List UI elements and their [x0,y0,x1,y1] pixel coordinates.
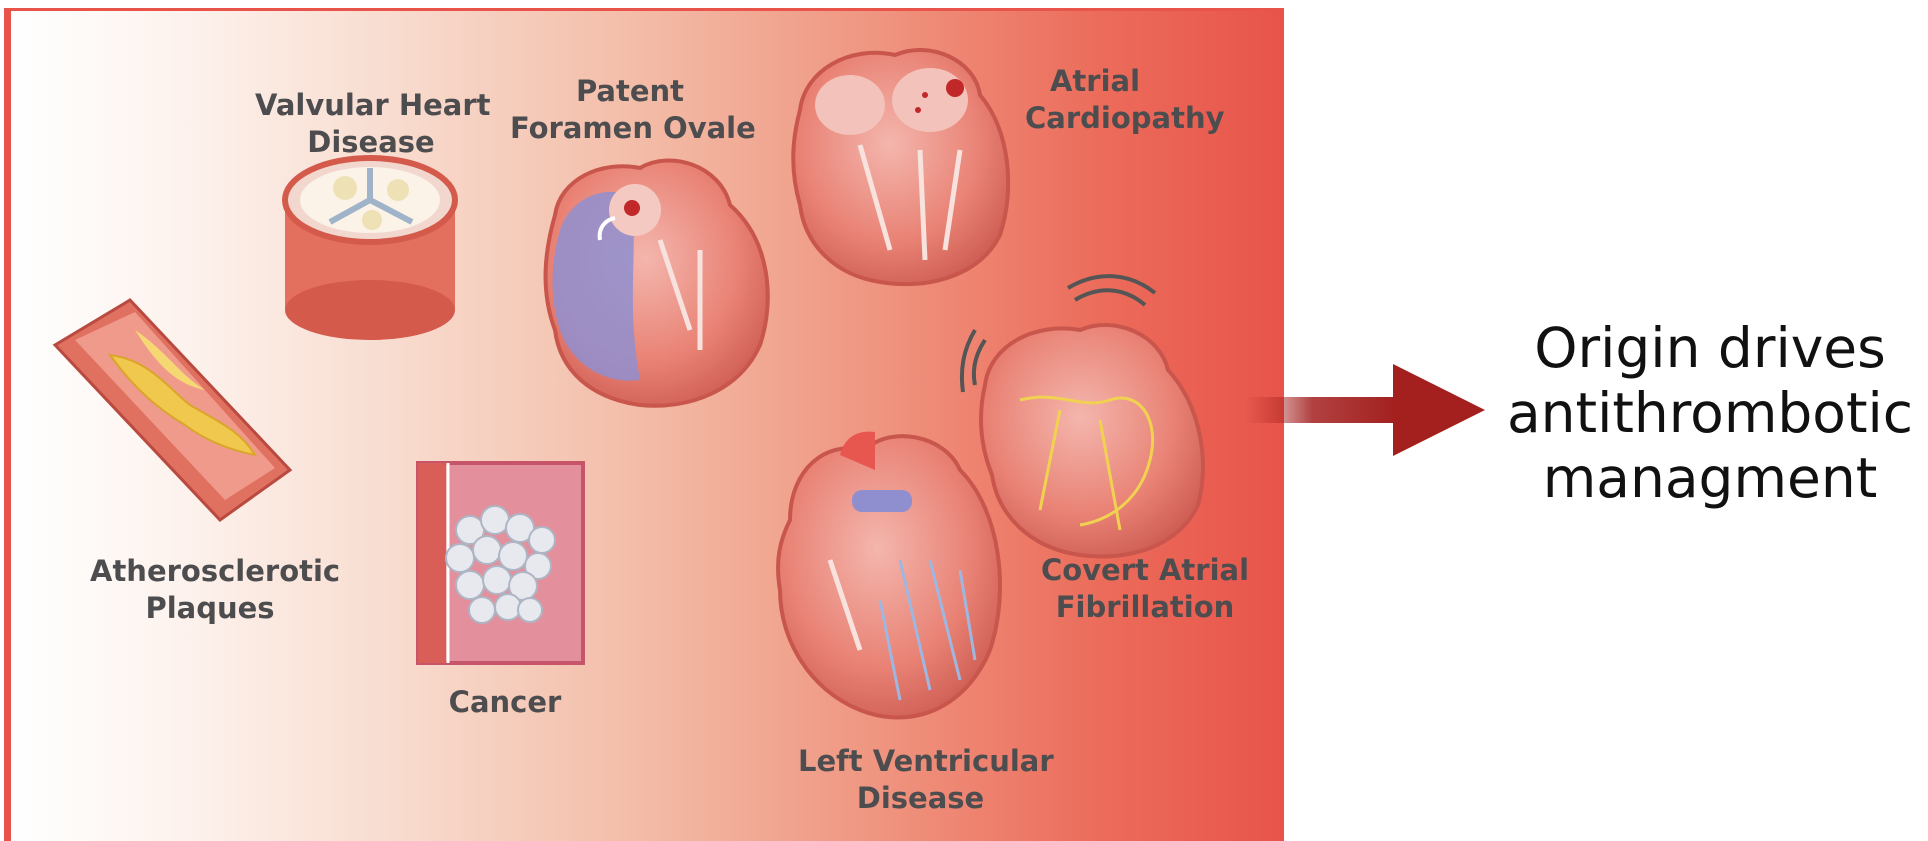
label-atherosclerotic-plaques: Atherosclerotic Plaques [90,553,330,627]
label-valvular-heart-disease: Valvular Heart Disease [255,87,487,161]
label-line: Disease [255,124,487,161]
label-covert-atrial-fibrillation: Covert Atrial Fibrillation [1040,552,1250,626]
right-arrow-icon [1245,364,1485,456]
valve-icon [285,158,455,340]
covert-af-heart-icon [962,276,1203,556]
label-line: Plaques [90,590,330,627]
label-atrial-cardiopathy: Atrial Cardiopathy [1025,63,1165,137]
label-line: Cancer [440,684,570,721]
label-line: Fibrillation [1040,589,1250,626]
label-line: Atrial [1025,63,1165,100]
label-line: Patent [510,73,750,110]
conclusion-line: Origin drives [1500,316,1920,381]
artery-plaque-icon [55,300,290,520]
cancer-tissue-icon [418,463,583,663]
label-line: Disease [798,780,1043,817]
label-line: Foramen Ovale [510,110,750,147]
conclusion-line: managment [1500,446,1920,511]
label-patent-foramen-ovale: Patent Foramen Ovale [510,73,750,147]
label-left-ventricular-disease: Left Ventricular Disease [798,743,1043,817]
conclusion-line: antithrombotic [1500,381,1920,446]
pfo-heart-icon [546,160,768,405]
label-line: Cardiopathy [1025,100,1165,137]
label-cancer: Cancer [440,684,570,721]
label-line: Valvular Heart [255,87,487,124]
label-line: Atherosclerotic [90,553,330,590]
lv-heart-icon [778,432,1000,718]
label-line: Left Ventricular [798,743,1043,780]
label-line: Covert Atrial [1040,552,1250,589]
atrial-heart-icon [793,50,1008,284]
conclusion-text: Origin drives antithrombotic managment [1500,316,1920,511]
